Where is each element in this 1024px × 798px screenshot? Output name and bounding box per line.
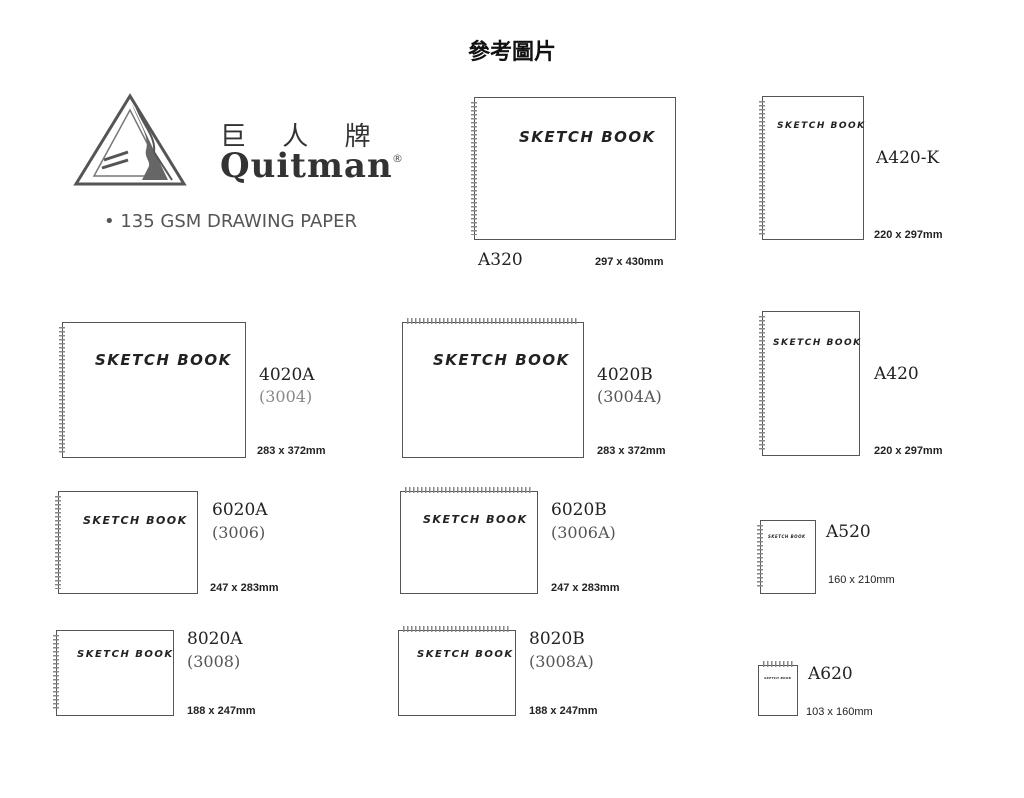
brand-english-name: Quitman [220, 146, 393, 186]
paper-spec: • 135 GSM DRAWING PAPER [104, 211, 358, 232]
sketchbook-6020b: SKETCH BOOK [400, 487, 538, 594]
model-6020b: 6020B [551, 500, 607, 520]
brand-logo [72, 92, 192, 188]
alt-code-8020b: (3008A) [529, 652, 594, 671]
sketchbook-8020b: SKETCH BOOK [398, 626, 516, 716]
dimensions-a420-k: 220 x 297mm [874, 229, 943, 241]
model-a420-k: A420-K [876, 148, 940, 168]
dimensions-a420: 220 x 297mm [874, 445, 943, 457]
dimensions-4020a: 283 x 372mm [257, 445, 326, 457]
cover-label: SKETCH BOOK [77, 649, 174, 660]
cover-label: SKETCH BOOK [777, 121, 866, 131]
cover-label: SKETCH BOOK [773, 338, 862, 348]
model-4020b: 4020B [597, 365, 653, 385]
cover-label: SKETCH BOOK [417, 649, 514, 660]
sketchbook-a520: SKETCH BOOK [757, 520, 816, 594]
cover-label: SKETCH BOOK [519, 128, 656, 146]
sketchbook-a620: SKETCH BOOK [758, 661, 798, 716]
page-title: 參考圖片 [467, 40, 556, 65]
cover-label: SKETCH BOOK [768, 534, 806, 539]
sketchbook-8020a: SKETCH BOOK [53, 630, 174, 716]
dimensions-a620: 103 x 160mm [806, 706, 873, 718]
model-8020b: 8020B [529, 629, 585, 649]
alt-code-6020b: (3006A) [551, 523, 616, 542]
model-a620: A620 [808, 664, 853, 684]
model-6020a: 6020A [212, 500, 268, 520]
cover-label: SKETCH BOOK [95, 351, 232, 369]
cover-label: SKETCH BOOK [764, 676, 792, 680]
sketchbook-a420: SKETCH BOOK [759, 311, 862, 456]
sketchbook-a420-k: SKETCH BOOK [759, 96, 866, 240]
brand-chinese-name: 巨 人 牌 [220, 122, 385, 152]
dimensions-8020a: 188 x 247mm [187, 705, 256, 717]
cover-label: SKETCH BOOK [433, 351, 570, 369]
alt-code-6020a: (3006) [212, 523, 266, 542]
sketchbook-4020b: SKETCH BOOK [402, 318, 584, 458]
sketchbook-a320: SKETCH BOOK [471, 97, 676, 240]
cover-label: SKETCH BOOK [83, 514, 188, 527]
dimensions-6020b: 247 x 283mm [551, 582, 620, 594]
triangle-head-logo-icon [73, 93, 187, 186]
dimensions-6020a: 247 x 283mm [210, 582, 279, 594]
dimensions-a320: 297 x 430mm [595, 256, 664, 268]
model-a420: A420 [874, 364, 919, 384]
cover-label: SKETCH BOOK [423, 513, 528, 526]
model-4020a: 4020A [259, 365, 315, 385]
dimensions-8020b: 188 x 247mm [529, 705, 598, 717]
model-a320: A320 [478, 250, 523, 270]
alt-code-8020a: (3008) [187, 652, 241, 671]
registered-mark: ® [392, 152, 403, 165]
model-8020a: 8020A [187, 629, 243, 649]
dimensions-a520: 160 x 210mm [828, 574, 895, 586]
dimensions-4020b: 283 x 372mm [597, 445, 666, 457]
alt-code-4020b: (3004A) [597, 387, 662, 406]
sketchbook-4020a: SKETCH BOOK [59, 322, 246, 458]
alt-code-4020a: (3004) [259, 387, 313, 406]
sketchbook-6020a: SKETCH BOOK [55, 491, 198, 594]
model-a520: A520 [826, 522, 871, 542]
